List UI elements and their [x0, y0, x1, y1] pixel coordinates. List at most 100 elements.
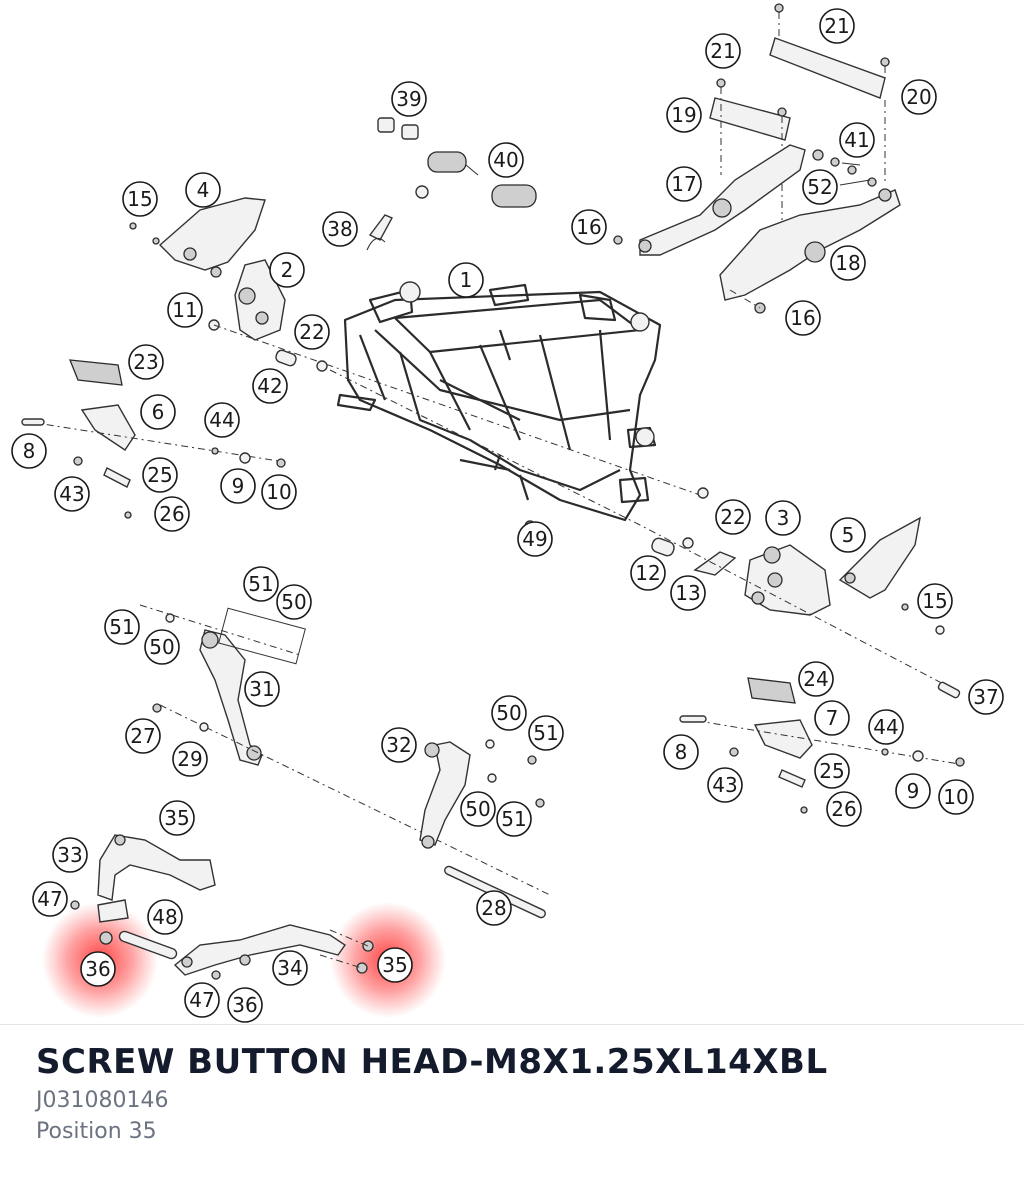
callout-49[interactable]: 49 — [517, 521, 553, 557]
callout-33[interactable]: 33 — [52, 837, 88, 873]
callout-label: 26 — [831, 797, 856, 821]
callout-circle — [54, 476, 90, 512]
callout-35[interactable]: 35 — [377, 947, 413, 983]
callout-circle — [765, 500, 801, 536]
callout-18[interactable]: 18 — [830, 245, 866, 281]
callout-44[interactable]: 44 — [868, 709, 904, 745]
callout-8[interactable]: 8 — [11, 433, 47, 469]
callout-21[interactable]: 21 — [819, 8, 855, 44]
callout-50[interactable]: 50 — [276, 584, 312, 620]
callout-circle — [220, 468, 256, 504]
callout-label: 12 — [635, 561, 660, 585]
callout-circle — [917, 583, 953, 619]
callout-35[interactable]: 35 — [159, 800, 195, 836]
callout-29[interactable]: 29 — [172, 741, 208, 777]
callout-40[interactable]: 40 — [488, 142, 524, 178]
callout-19[interactable]: 19 — [666, 97, 702, 133]
callout-43[interactable]: 43 — [54, 476, 90, 512]
callout-circle — [666, 166, 702, 202]
callout-51[interactable]: 51 — [104, 609, 140, 645]
callout-26[interactable]: 26 — [826, 791, 862, 827]
callout-8[interactable]: 8 — [663, 734, 699, 770]
callout-1[interactable]: 1 — [448, 262, 484, 298]
callout-22[interactable]: 22 — [294, 314, 330, 350]
callout-label: 9 — [232, 474, 245, 498]
callout-circle — [901, 79, 937, 115]
callout-44[interactable]: 44 — [204, 402, 240, 438]
callout-16[interactable]: 16 — [571, 209, 607, 245]
callout-13[interactable]: 13 — [670, 575, 706, 611]
callout-label: 42 — [257, 374, 282, 398]
callout-31[interactable]: 31 — [244, 671, 280, 707]
callout-21[interactable]: 21 — [705, 33, 741, 69]
callout-circle — [968, 679, 1004, 715]
callout-label: 22 — [720, 505, 745, 529]
callout-6[interactable]: 6 — [140, 394, 176, 430]
callout-3[interactable]: 3 — [765, 500, 801, 536]
callout-42[interactable]: 42 — [252, 368, 288, 404]
callout-9[interactable]: 9 — [895, 773, 931, 809]
callout-22[interactable]: 22 — [715, 499, 751, 535]
callout-41[interactable]: 41 — [839, 122, 875, 158]
callout-24[interactable]: 24 — [798, 661, 834, 697]
callout-circle — [666, 97, 702, 133]
callout-34[interactable]: 34 — [272, 950, 308, 986]
callout-50[interactable]: 50 — [144, 629, 180, 665]
callout-label: 18 — [835, 251, 860, 275]
part-position: Position 35 — [36, 1119, 157, 1144]
callout-circle — [630, 555, 666, 591]
callout-20[interactable]: 20 — [901, 79, 937, 115]
callout-circle — [381, 727, 417, 763]
callout-52[interactable]: 52 — [802, 169, 838, 205]
callout-circle — [448, 262, 484, 298]
callout-25[interactable]: 25 — [142, 457, 178, 493]
callout-4[interactable]: 4 — [185, 172, 221, 208]
callout-11[interactable]: 11 — [167, 292, 203, 328]
callout-label: 36 — [85, 957, 110, 981]
callout-17[interactable]: 17 — [666, 166, 702, 202]
callout-27[interactable]: 27 — [125, 718, 161, 754]
callout-51[interactable]: 51 — [243, 566, 279, 602]
callout-25[interactable]: 25 — [814, 753, 850, 789]
callout-47[interactable]: 47 — [32, 881, 68, 917]
callout-10[interactable]: 10 — [938, 779, 974, 815]
callout-12[interactable]: 12 — [630, 555, 666, 591]
callout-7[interactable]: 7 — [814, 700, 850, 736]
callout-circle — [52, 837, 88, 873]
callout-36[interactable]: 36 — [80, 951, 116, 987]
callout-circle — [670, 575, 706, 611]
callout-15[interactable]: 15 — [122, 181, 158, 217]
callout-43[interactable]: 43 — [707, 767, 743, 803]
callout-38[interactable]: 38 — [322, 211, 358, 247]
callout-50[interactable]: 50 — [460, 791, 496, 827]
callout-16[interactable]: 16 — [785, 300, 821, 336]
callout-2[interactable]: 2 — [269, 252, 305, 288]
callout-51[interactable]: 51 — [496, 801, 532, 837]
callout-39[interactable]: 39 — [391, 81, 427, 117]
callout-23[interactable]: 23 — [128, 344, 164, 380]
callout-50[interactable]: 50 — [491, 695, 527, 731]
callout-26[interactable]: 26 — [154, 496, 190, 532]
callout-circle — [517, 521, 553, 557]
callout-circle — [276, 584, 312, 620]
callout-51[interactable]: 51 — [528, 715, 564, 751]
callout-label: 24 — [803, 667, 828, 691]
callout-15[interactable]: 15 — [917, 583, 953, 619]
callout-37[interactable]: 37 — [968, 679, 1004, 715]
callout-label: 44 — [873, 715, 898, 739]
callout-label: 43 — [712, 773, 737, 797]
callout-circle — [185, 172, 221, 208]
callout-circle — [839, 122, 875, 158]
callout-label: 34 — [277, 956, 302, 980]
callout-9[interactable]: 9 — [220, 468, 256, 504]
callout-32[interactable]: 32 — [381, 727, 417, 763]
callout-label: 27 — [130, 724, 155, 748]
callout-47[interactable]: 47 — [184, 982, 220, 1018]
callout-28[interactable]: 28 — [476, 890, 512, 926]
callout-circle — [261, 474, 297, 510]
callout-10[interactable]: 10 — [261, 474, 297, 510]
callout-5[interactable]: 5 — [830, 517, 866, 553]
callout-48[interactable]: 48 — [147, 899, 183, 935]
callout-label: 36 — [232, 993, 257, 1017]
callout-36[interactable]: 36 — [227, 987, 263, 1023]
